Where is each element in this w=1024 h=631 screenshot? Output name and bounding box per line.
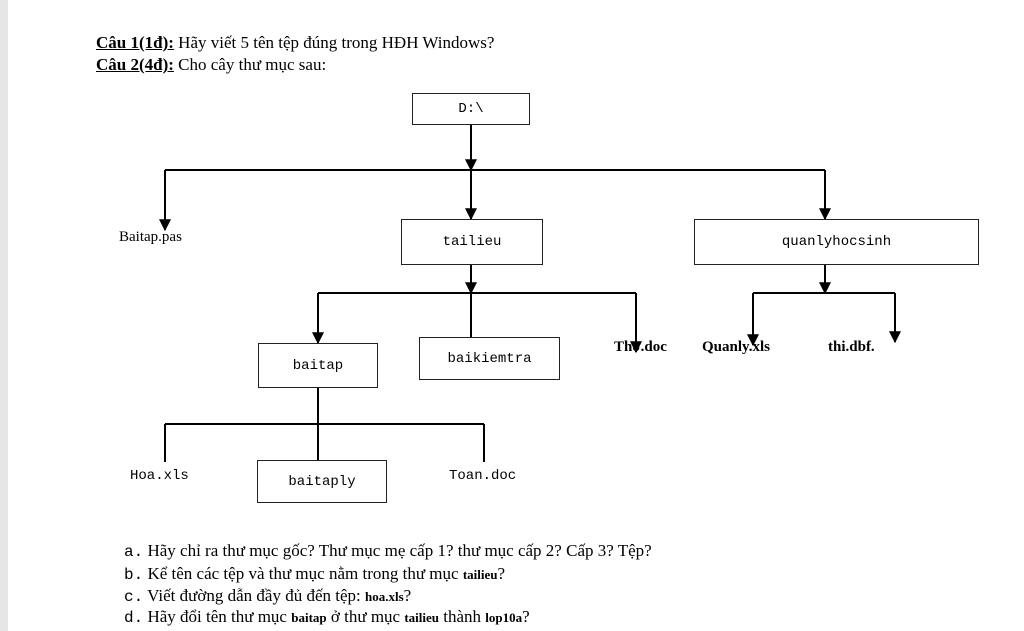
question-1-label: Câu 1(1đ):	[96, 33, 174, 52]
folder-baitap: baitap	[258, 343, 378, 388]
folder-baitaply: baitaply	[257, 460, 387, 503]
file-toan-doc: Toan.doc	[449, 468, 517, 484]
folder-baikiemtra: baikiemtra	[419, 337, 560, 380]
subquestion-b: b. Kể tên các tệp và thư mục nằm trong t…	[124, 564, 506, 584]
subquestion-a: a. Hãy chỉ ra thư mục gốc? Thư mục mẹ cấ…	[124, 541, 652, 561]
file-baitap-pas: Baitap.pas	[119, 229, 182, 245]
folder-tailieu: tailieu	[401, 219, 543, 265]
page-edge	[0, 0, 8, 631]
file-hoa-xls: Hoa.xls	[130, 468, 189, 484]
file-quanly-xls: Quanly.xls	[702, 339, 770, 355]
subquestion-c: c. Viết đường dẫn đầy đủ đến tệp: hoa.xl…	[124, 586, 412, 606]
folder-quanlyhocsinh: quanlyhocsinh	[694, 219, 979, 265]
folder-root: D:\	[412, 93, 530, 125]
question-1: Câu 1(1đ): Hãy viết 5 tên tệp đúng trong…	[96, 33, 494, 53]
question-2: Câu 2(4đ): Cho cây thư mục sau:	[96, 55, 326, 75]
subquestion-d: d. Hãy đổi tên thư mục baitap ở thư mục …	[124, 607, 530, 627]
question-1-text: Hãy viết 5 tên tệp đúng trong HĐH Window…	[173, 33, 495, 52]
question-2-text: Cho cây thư mục sau:	[173, 55, 327, 74]
file-tho-doc: Thơ.doc	[614, 339, 667, 355]
question-2-label: Câu 2(4đ):	[96, 55, 174, 74]
file-thi-dbf: thi.dbf.	[828, 339, 875, 355]
